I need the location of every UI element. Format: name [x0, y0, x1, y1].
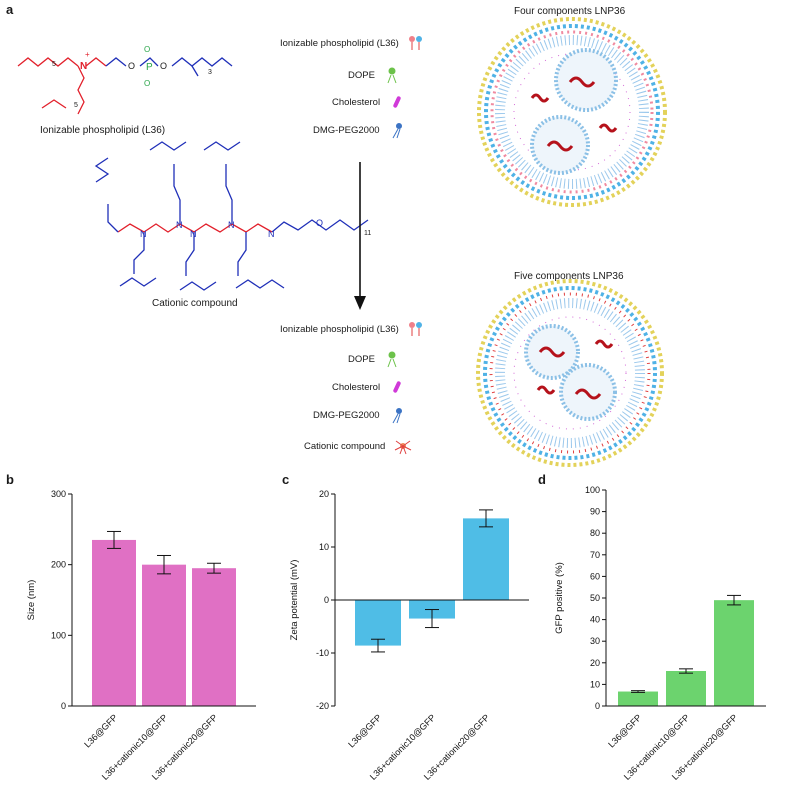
ionizable-phospholipid-structure	[17, 57, 233, 115]
y-tick-label: 30	[590, 636, 600, 646]
panel-letter-d: d	[538, 472, 546, 487]
legend-top-item: DMG-PEG2000	[313, 121, 406, 139]
ionizable-lipid-icon	[408, 36, 422, 50]
y-axis-label: Size (nm)	[26, 580, 37, 621]
svg-text:N: N	[80, 61, 87, 72]
bar	[192, 568, 236, 706]
y-tick-label: 0	[324, 595, 329, 605]
svg-text:O: O	[316, 218, 323, 228]
legend-bottom-item: DMG-PEG2000	[313, 406, 406, 424]
panel-letter-a: a	[6, 2, 14, 17]
five-components-title: Five components LNP36	[514, 271, 624, 282]
cationic-compound-structure	[94, 141, 369, 291]
cationic-compound-icon	[395, 440, 412, 455]
dope-icon	[387, 67, 397, 84]
bar	[618, 691, 658, 706]
y-tick-label: 40	[590, 615, 600, 625]
y-tick-label: 300	[51, 489, 66, 499]
svg-text:N: N	[268, 229, 275, 239]
legend-bottom-item: DOPE	[348, 350, 401, 368]
legend-top-item: Ionizable phospholipid (L36)	[280, 34, 425, 52]
svg-text:N: N	[228, 220, 235, 230]
peg-lipid-icon	[392, 408, 402, 424]
y-tick-label: 0	[61, 701, 66, 711]
y-tick-label: 20	[590, 658, 600, 668]
panel-letter-b: b	[6, 472, 14, 487]
panel-letter-c: c	[282, 472, 290, 487]
y-tick-label: 60	[590, 571, 600, 581]
y-tick-label: 10	[590, 679, 600, 689]
category-label: L36@GFP	[82, 712, 119, 749]
y-tick-label: 0	[595, 701, 600, 711]
dope-icon	[387, 351, 397, 368]
bar	[142, 564, 186, 706]
y-tick-label: -20	[316, 701, 329, 711]
y-tick-label: 50	[590, 593, 600, 603]
category-label: L36@GFP	[346, 712, 383, 749]
molecule1-label: Ionizable phospholipid (L36)	[40, 125, 166, 136]
svg-text:N: N	[140, 229, 147, 239]
five-component-lnp	[476, 279, 664, 467]
svg-text:O: O	[144, 79, 150, 88]
y-tick-label: 100	[51, 630, 66, 640]
subscript-5a: 5	[52, 61, 56, 68]
four-component-lnp	[477, 17, 667, 207]
y-tick-label: 80	[590, 528, 600, 538]
svg-text:P: P	[146, 62, 153, 73]
ionizable-lipid-icon	[408, 322, 422, 336]
svg-text:N: N	[190, 229, 197, 239]
y-tick-label: 70	[590, 550, 600, 560]
bar	[714, 600, 754, 706]
y-tick-label: -10	[316, 648, 329, 658]
y-tick-label: 100	[585, 485, 600, 495]
svg-text:O: O	[160, 61, 167, 71]
panel-a-figure: N + O P O O O 5 5 3 N N N N N O 11	[17, 17, 667, 467]
legend-bottom-item: Ionizable phospholipid (L36)	[280, 320, 425, 338]
svg-text:O: O	[128, 61, 135, 71]
cholesterol-icon	[393, 381, 401, 393]
legend-top-item: DOPE	[348, 66, 401, 84]
y-axis-label: GFP positive (%)	[554, 562, 565, 634]
molecule2-label: Cationic compound	[152, 298, 238, 309]
category-label: L36@GFP	[606, 712, 643, 749]
y-tick-label: 90	[590, 507, 600, 517]
svg-text:+: +	[85, 50, 90, 59]
legend-bottom-item: Cholesterol	[332, 378, 406, 396]
legend-bottom-item: Cationic compound	[304, 436, 413, 456]
y-tick-label: 10	[319, 542, 329, 552]
subscript-3: 3	[208, 69, 212, 76]
y-tick-label: 20	[319, 489, 329, 499]
bar	[92, 539, 136, 706]
bar	[666, 671, 706, 706]
subscript-11: 11	[364, 230, 371, 237]
y-axis-label: Zeta potential (mV)	[289, 560, 300, 641]
bar	[463, 518, 509, 600]
svg-text:N: N	[176, 220, 183, 230]
legend-top-item: Cholesterol	[332, 93, 406, 111]
bar	[355, 600, 401, 646]
four-components-title: Four components LNP36	[514, 6, 626, 17]
subscript-5b: 5	[74, 102, 78, 109]
peg-lipid-icon	[392, 123, 402, 139]
svg-text:O: O	[144, 45, 150, 54]
cholesterol-icon	[393, 96, 401, 108]
y-tick-label: 200	[51, 560, 66, 570]
